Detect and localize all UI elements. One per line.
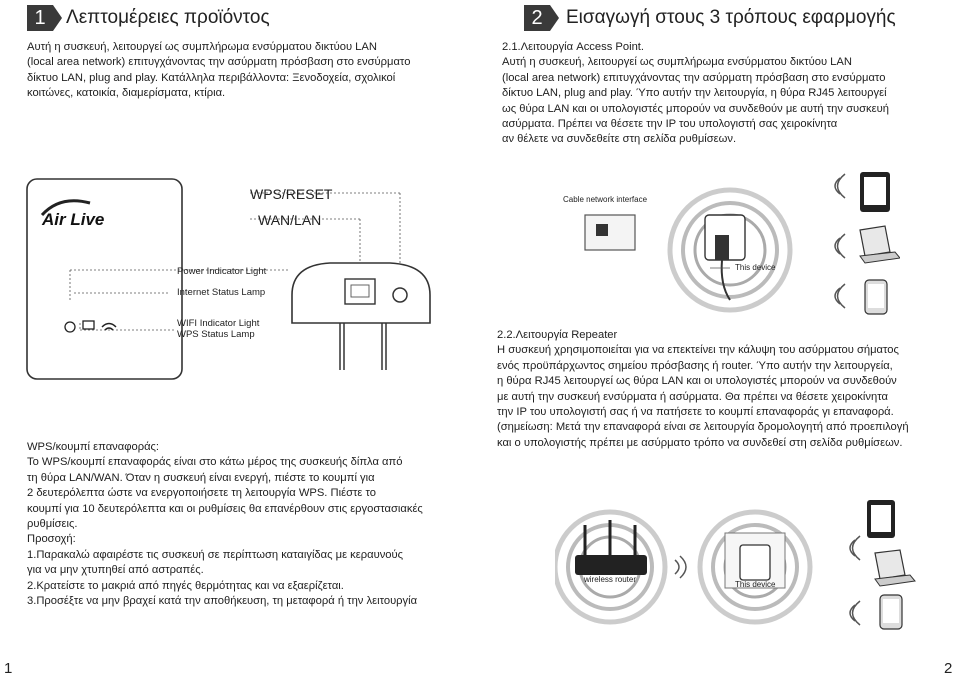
reset-button-icon[interactable] xyxy=(392,287,408,303)
text-line: με αυτή την συσκευή ενσύρματα ή ασύρματα… xyxy=(497,390,888,403)
signal-icon xyxy=(834,173,846,199)
text-line: και ο υπολογιστής πρέπει με ασύρματο τρό… xyxy=(497,436,903,449)
section-2-title: Εισαγωγή στους 3 τρόπους εφαρμογής xyxy=(566,7,896,28)
text-line: ασύρματα. Πρέπει να θέσετε την IP του υπ… xyxy=(502,118,838,131)
text-line: (local area network) επιτυγχάνοντας την … xyxy=(27,56,411,69)
text-line: (local area network) επιτυγχάνοντας την … xyxy=(502,71,886,84)
text-line: κουμπί για 10 δευτερόλεπτα και οι ρυθμίσ… xyxy=(27,502,423,515)
text-line: τη θύρα LAN/WAN. Όταν η συσκευή είναι εν… xyxy=(27,471,375,484)
text-line: 2.2.Λειτουργία Repeater xyxy=(497,329,618,341)
text-line: WPS/κουμπί επαναφοράς: xyxy=(27,441,160,453)
wps-reset-label: WPS/RESET xyxy=(250,186,333,202)
wall-socket-icon xyxy=(584,214,636,251)
signal-icon xyxy=(834,283,846,309)
internet-led-icon xyxy=(82,320,95,330)
text-line: την IP του υπολογιστή σας ή να πατήσετε … xyxy=(497,406,894,419)
text-line: Το WPS/κουμπί επαναφοράς είναι στο κάτω … xyxy=(27,456,403,469)
rj45-port-icon xyxy=(344,278,376,305)
wifi-indicator-label: WIFI Indicator Light xyxy=(177,318,260,329)
this-device-icon xyxy=(739,544,771,581)
device-illustration: Air Live xyxy=(26,178,431,380)
text-line: δίκτυο LAN, plug and play. Κατάλληλα περ… xyxy=(27,71,396,84)
section-1-text: Αυτή η συσκευή, λειτουργεί ως συμπλήρωμα… xyxy=(27,40,410,102)
access-point-diagram xyxy=(584,172,900,315)
text-line: ενός προϋπάρχωντος σημείου πρόσβασης ή r… xyxy=(497,359,893,372)
signal-icon xyxy=(674,555,687,579)
page-number-right: 2 xyxy=(944,660,953,677)
wireless-router-icon xyxy=(575,555,647,575)
wps-status-label: WPS Status Lamp xyxy=(177,329,255,340)
plug-prong-icon xyxy=(339,323,345,370)
text-line: κοιτώνες, κατοικία, διαμερίσματα, κτίρια… xyxy=(27,87,226,100)
wifi-led-icon xyxy=(101,322,117,331)
text-line: Αυτή η συσκευή, λειτουργεί ως συμπλήρωμα… xyxy=(27,41,377,53)
notes-text: WPS/κουμπί επαναφοράς: Το WPS/κουμπί επα… xyxy=(27,440,423,609)
this-device-label: This device xyxy=(735,263,776,272)
text-line: ρυθμίσεις. xyxy=(27,518,78,531)
laptop-icon xyxy=(859,225,891,257)
internet-status-label: Internet Status Lamp xyxy=(177,287,266,298)
wan-lan-label: WAN/LAN xyxy=(258,212,322,228)
text-line: 2.1.Λειτουργία Access Point. xyxy=(502,41,645,53)
text-line: αν θέλετε να συνδεθείτε στη σελίδα ρυθμί… xyxy=(502,133,737,146)
repeater-text: 2.2.Λειτουργία Repeater Η συσκευή χρησιμ… xyxy=(497,328,909,451)
signal-icon xyxy=(834,233,846,259)
text-line: ως θύρα LAN και οι υπολογιστές μπορούν ν… xyxy=(502,102,889,115)
text-line: Η συσκευή χρησιμοποιείται για να επεκτεί… xyxy=(497,344,899,357)
text-line: 2 δευτερόλεπτα ώστε να ενεργοποιήσετε τη… xyxy=(27,487,376,500)
text-line: (σημείωση: Μετά την επαναφορά είναι σε λ… xyxy=(497,421,909,434)
text-line: 3.Προσέξτε να μην βραχεί κατά την αποθήκ… xyxy=(27,595,418,608)
signal-icon xyxy=(849,600,861,626)
brand-swoosh-icon xyxy=(40,199,91,217)
wireless-router-label: wireless router xyxy=(584,575,637,584)
plug-prong-icon xyxy=(381,323,387,370)
power-indicator-label: Power Indicator Light xyxy=(177,266,267,277)
power-led-icon xyxy=(64,321,76,333)
section-1-title: Λεπτομέρειες προϊόντος xyxy=(66,7,270,28)
repeater-diagram xyxy=(555,500,916,630)
text-line: δίκτυο LAN, plug and play. Ύπο αυτήν την… xyxy=(502,87,887,100)
text-line: για να μην χτυπηθεί από αστραπές. xyxy=(27,564,204,577)
text-line: Προσοχή: xyxy=(27,533,76,546)
section-1-badge: 1 xyxy=(27,5,62,31)
text-line: η θύρα RJ45 λειτουργεί ως θύρα LAN και ο… xyxy=(497,375,897,388)
this-device-label: This device xyxy=(735,580,776,589)
text-line: Αυτή η συσκευή, λειτουργεί ως συμπλήρωμα… xyxy=(502,56,852,69)
text-line: 2.Κρατείστε το μακριά από πηγές θερμότητ… xyxy=(27,579,344,592)
access-point-text: 2.1.Λειτουργία Access Point. Αυτή η συσκ… xyxy=(502,40,889,148)
section-2-badge: 2 xyxy=(524,5,559,31)
brand-logo: Air Live xyxy=(41,210,104,229)
text-line: 1.Παρακαλώ αφαιρέστε τις συσκευή σε περί… xyxy=(27,548,404,561)
page-number-left: 1 xyxy=(4,660,13,677)
laptop-icon xyxy=(874,549,906,580)
cable-interface-label: Cable network interface xyxy=(563,195,648,204)
signal-icon xyxy=(849,535,861,561)
